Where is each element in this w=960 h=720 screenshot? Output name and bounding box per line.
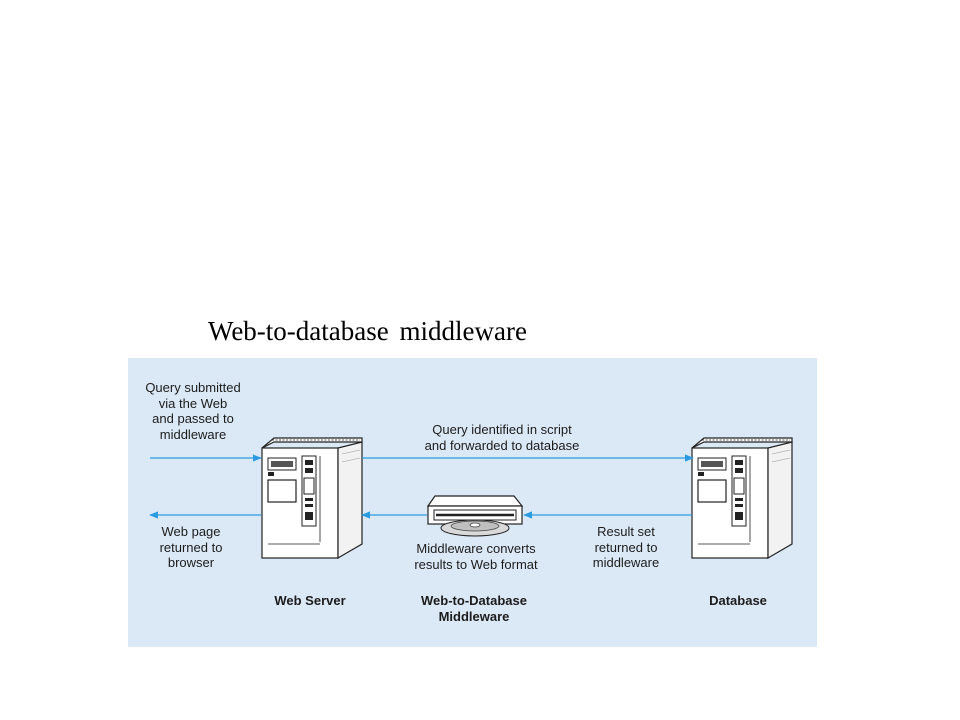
label-middleware: Web-to-Database Middleware xyxy=(421,593,527,624)
disc-drive-icon xyxy=(426,495,524,537)
label-web-page-returned: Web page returned to browser xyxy=(159,524,223,570)
database-server-icon xyxy=(691,437,793,559)
label-result-set: Result set returned to middleware xyxy=(592,524,660,570)
label-query-submitted: Query submitted via the Web and passed t… xyxy=(145,380,241,442)
slide-title: Web-to-database middleware xyxy=(208,316,527,346)
label-web-server: Web Server xyxy=(274,593,346,608)
diagram-graphics xyxy=(149,437,793,559)
label-query-identified: Query identified in script and forwarded… xyxy=(424,422,580,453)
label-middleware-converts: Middleware converts results to Web forma… xyxy=(414,541,538,572)
middleware-diagram: Query submitted via the Web and passed t… xyxy=(128,358,817,647)
label-database: Database xyxy=(709,593,767,608)
web-server-icon xyxy=(261,437,363,559)
